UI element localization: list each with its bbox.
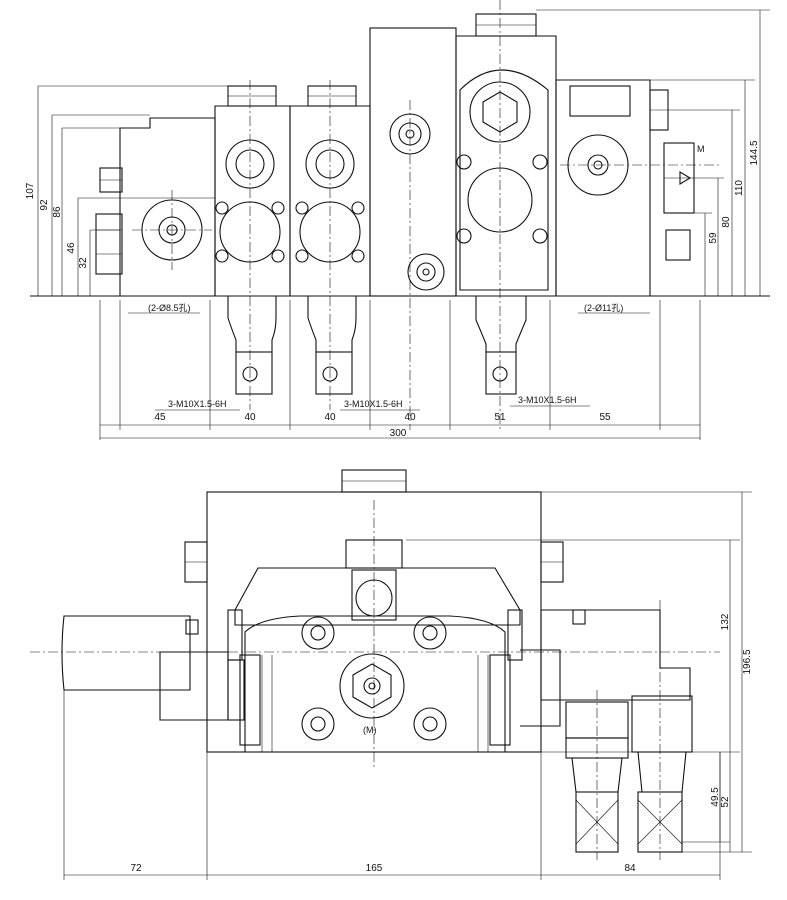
dim-80: 80 [721,216,732,228]
dim-165: 165 [366,863,383,874]
hole-label-left: (2-Ø8.5孔) [148,303,191,313]
dim-144-5: 144.5 [749,140,760,165]
main-valve [455,0,557,430]
top-right-vertical-dims: 144.5 110 80 59 M [536,9,770,296]
dim-132: 132 [720,613,731,630]
section-2 [289,80,371,410]
side-view: (M) 72 165 84 132 196.5 49.5 52 [30,469,753,880]
dim-72: 72 [130,863,142,874]
hole-labels: (2-Ø8.5孔) (2-Ø11孔) [128,303,650,314]
dim-40-a: 40 [244,412,256,423]
dim-86: 86 [52,206,63,218]
dim-51: 51 [494,412,506,423]
middle-block [369,27,457,430]
thread-label-3: 3-M10X1.5-6H [518,395,577,405]
side-horizontal-dims: 72 165 84 [63,690,721,880]
dim-32: 32 [78,257,89,269]
dim-55: 55 [599,412,611,423]
top-left-vertical-dims: 107 92 86 46 32 [25,85,228,296]
thread-label-2: 3-M10X1.5-6H [344,399,403,409]
top-view: 45 40 40 40 51 55 300 3-M10X1.5-6H 3-M10… [25,0,770,440]
top-horizontal-dims: 45 40 40 40 51 55 300 [99,300,701,440]
dim-49-5: 49.5 [710,787,721,807]
dim-52: 52 [720,796,731,808]
thread-label-1: 3-M10X1.5-6H [168,399,227,409]
dim-196-5: 196.5 [742,649,753,674]
side-port-mark: (M) [363,725,377,735]
right-end-block [555,79,720,297]
port-mark-m: M [697,144,705,154]
dim-45: 45 [154,412,166,423]
hole-label-right: (2-Ø11孔) [584,303,623,313]
dim-300: 300 [390,428,407,439]
dim-110: 110 [734,180,745,196]
dim-40-c: 40 [404,412,416,423]
dim-84: 84 [624,863,636,874]
dim-107: 107 [25,182,36,199]
dim-46: 46 [66,242,77,254]
dim-59: 59 [708,232,719,244]
dim-40-b: 40 [324,412,336,423]
section-1 [214,80,291,410]
thread-labels: 3-M10X1.5-6H 3-M10X1.5-6H 3-M10X1.5-6H [155,395,590,411]
side-vertical-dims: 132 196.5 49.5 52 [406,491,753,853]
dim-92: 92 [39,199,50,211]
